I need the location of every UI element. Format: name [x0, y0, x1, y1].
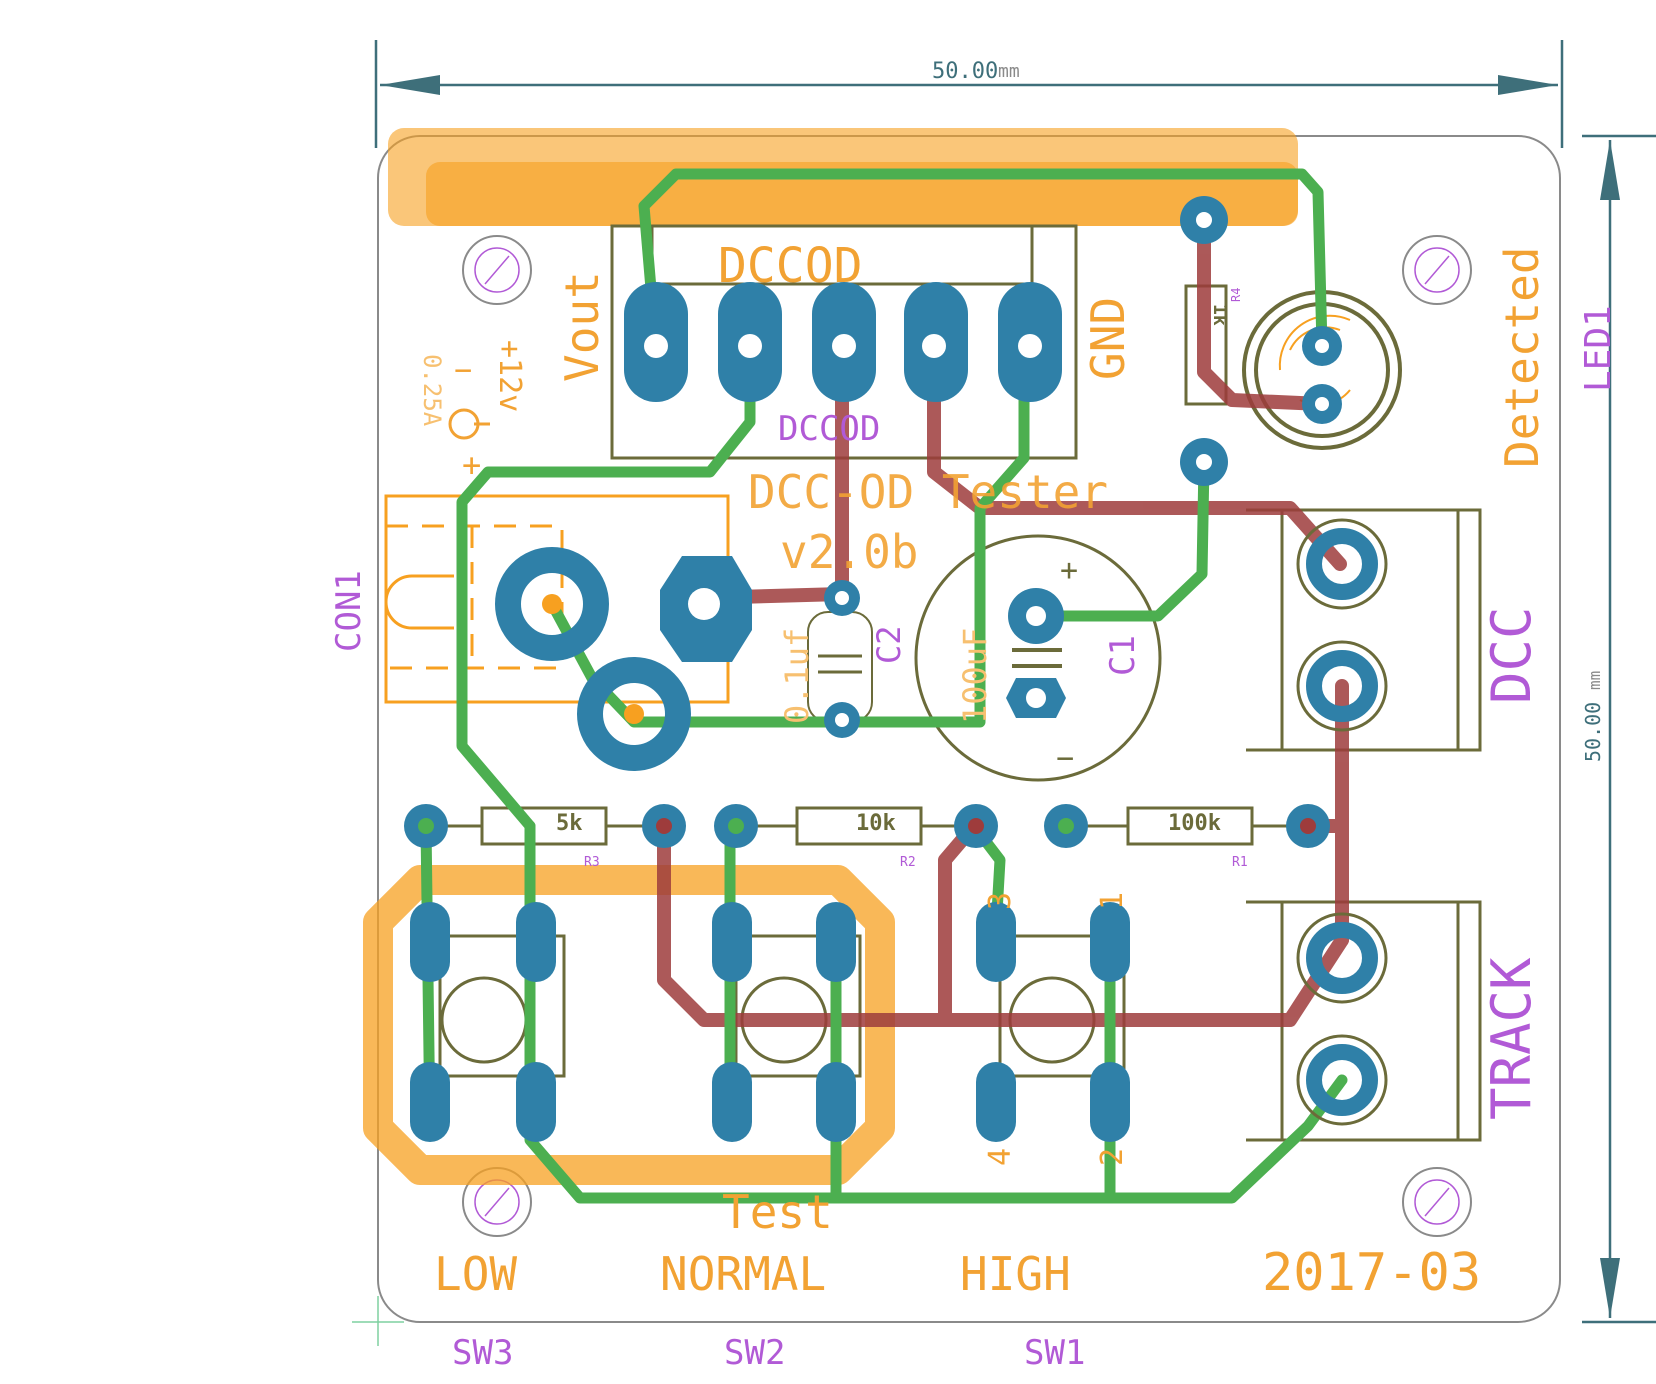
switch-pin-1: 1	[1095, 892, 1130, 910]
designator-sw3: SW3	[452, 1333, 513, 1373]
polarity-symbol	[448, 408, 490, 440]
capacitor-c1-value: 100uF	[956, 628, 994, 724]
capacitor-c3-value: 0.1uf	[778, 628, 816, 724]
resistor-r1-value: 100k	[1168, 811, 1221, 836]
terminal-block-pads	[1306, 528, 1378, 1116]
capacitor-c1-plus: +	[1060, 553, 1078, 588]
capacitor-c2-symbol	[818, 654, 862, 674]
dcc-label: DCC	[1480, 606, 1543, 704]
polarity-plus-label: +	[462, 446, 481, 484]
dimension-vertical	[1582, 134, 1656, 1324]
capacitor-pad-drills	[835, 591, 1046, 727]
test-label: Test	[722, 1185, 833, 1239]
resistor-row-drills	[418, 818, 1316, 834]
resistor-r3-value: 5k	[556, 811, 583, 836]
dimension-horizontal-unit: mm	[998, 61, 1020, 82]
designator-r4: R4	[1229, 288, 1243, 302]
designator-c2: C2	[870, 625, 908, 664]
capacitor-c1-symbol	[1012, 648, 1062, 668]
origin-marker	[352, 1296, 404, 1346]
designator-dccod: DCCOD	[778, 409, 880, 449]
designator-c1: C1	[1103, 635, 1143, 676]
designator-sw2: SW2	[724, 1333, 785, 1373]
vout-label: Vout	[555, 271, 609, 382]
designator-led1: LED1	[1578, 305, 1619, 392]
power-current-label: 0.25A	[418, 354, 446, 427]
switch-pin-3: 3	[983, 892, 1018, 910]
switch-pads	[410, 902, 1130, 1142]
capacitor-c1-outline	[914, 534, 1162, 782]
board-version: v2.0b	[780, 525, 918, 579]
board-title: DCC-OD Tester	[748, 465, 1108, 519]
dimension-horizontal	[374, 40, 1564, 148]
high-label: HIGH	[960, 1247, 1071, 1301]
switch-pin-2: 2	[1095, 1148, 1130, 1166]
mounting-hole-top-right	[1402, 235, 1472, 305]
date-label: 2017-03	[1262, 1243, 1481, 1303]
gnd-label: GND	[1081, 297, 1135, 380]
designator-con1: CON1	[329, 570, 369, 652]
resistor-bodies	[426, 806, 1308, 846]
detected-label: Detected	[1495, 246, 1549, 468]
dimension-vertical-unit: mm	[1585, 671, 1604, 690]
designator-sw1: SW1	[1024, 1333, 1085, 1373]
designator-r3: R3	[584, 855, 600, 870]
led-resistor-drills	[1196, 212, 1329, 470]
dccod-header-label: DCCOD	[718, 238, 863, 294]
resistor-r2-value: 10k	[856, 811, 896, 836]
dimension-vertical-value: 50.00	[1581, 702, 1605, 762]
mounting-hole-top-left	[462, 235, 532, 305]
switch-pin-4: 4	[983, 1148, 1018, 1166]
power-jack-pads	[495, 547, 752, 771]
track-label: TRACK	[1480, 957, 1543, 1120]
designator-r2: R2	[900, 855, 916, 870]
mounting-hole-bottom-right	[1402, 1167, 1472, 1237]
capacitor-pads	[824, 580, 1066, 738]
resistor-r4-value: 1k	[1209, 304, 1230, 326]
power-voltage-label: +12v	[492, 340, 527, 412]
polarity-minus-label: −	[454, 353, 472, 388]
terminal-block-rings	[1296, 518, 1388, 1126]
dccod-header-drills	[644, 334, 1042, 358]
normal-label: NORMAL	[660, 1247, 826, 1301]
capacitor-c1-minus: −	[1056, 741, 1074, 776]
designator-r1: R1	[1232, 855, 1248, 870]
dimension-horizontal-value: 50.00	[932, 59, 998, 84]
low-label: LOW	[434, 1247, 517, 1301]
